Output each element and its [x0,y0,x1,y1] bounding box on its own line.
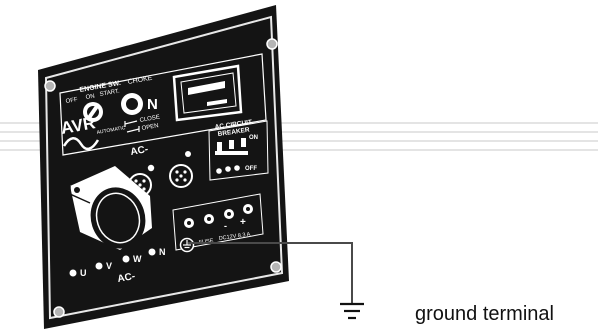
dc-rating-label: DC12V 8.3 A [218,232,251,242]
dc-minus-label: - [224,221,227,231]
choke-knob-letter: N [147,96,158,113]
ac-indicator-dot [147,164,155,172]
breaker-indicator-dots [216,165,240,174]
choke-close-arrow-icon [124,120,138,127]
earth-ground-icon [340,302,364,320]
dc-terminal-negative[interactable] [224,209,234,219]
phase-dot-u [69,269,77,277]
phase-dot-v [95,262,103,270]
small-outlet-right[interactable] [169,164,193,188]
engine-switch-off-label: OFF [65,97,78,105]
avr-mode-label: AUTOMATIC [96,125,126,136]
ground-lead-wire [188,242,353,303]
sine-wave-icon [62,137,100,151]
ac-circuit-breaker-group: AC CIRCUIT BREAKER ON OFF [208,119,269,181]
phase-dot-n [148,248,156,256]
screw-top-right [266,38,278,50]
ac-top-label: AC- [130,144,149,158]
panel-ground-terminal[interactable] [179,237,195,253]
engine-switch-start-label: START. [99,89,120,98]
breaker-switches[interactable] [215,138,248,155]
choke-knob[interactable] [121,93,143,115]
phase-label-w: W [133,254,142,264]
dc-section: - + FUSE DC12V 8.3 A [172,193,264,251]
choke-group: CHOKE N CLOSE OPEN [121,75,160,133]
dc-plus-label: + [240,217,246,228]
phase-dot-w [122,255,130,263]
dc-section-frame [172,193,264,251]
engine-switch-knob[interactable] [83,102,103,122]
engine-switch-on-label: ON [85,93,95,100]
large-ac-socket[interactable] [69,166,153,256]
choke-open-arrow-icon [126,126,140,133]
screw-bottom-right [270,261,282,273]
breaker-off-label: OFF [245,166,257,172]
hour-meter-display [172,64,243,122]
outlet-indicator-dot [185,151,191,157]
fuse-label: FUSE [198,238,214,246]
breaker-title-line2: BREAKER [217,127,250,138]
dc-fuse-holder[interactable] [184,214,214,228]
breaker-on-label: ON [249,135,258,141]
choke-open-label: OPEN [141,123,159,132]
choke-title: CHOKE [127,75,153,86]
screw-bottom-left [53,306,65,318]
screw-top-left [44,80,56,92]
upper-section-frame [59,53,267,156]
phase-label-u: U [80,268,87,278]
ac-bottom-label: AC- [117,271,136,285]
phase-label-n: N [159,247,166,257]
phase-label-v: V [106,261,112,271]
phase-terminals: U V W N [69,247,166,278]
breaker-frame [208,120,269,181]
corner-screws [44,38,282,318]
ground-terminal-label: ground terminal [415,303,554,325]
dc-terminal-positive[interactable] [243,204,253,214]
choke-close-label: CLOSE [139,115,160,124]
